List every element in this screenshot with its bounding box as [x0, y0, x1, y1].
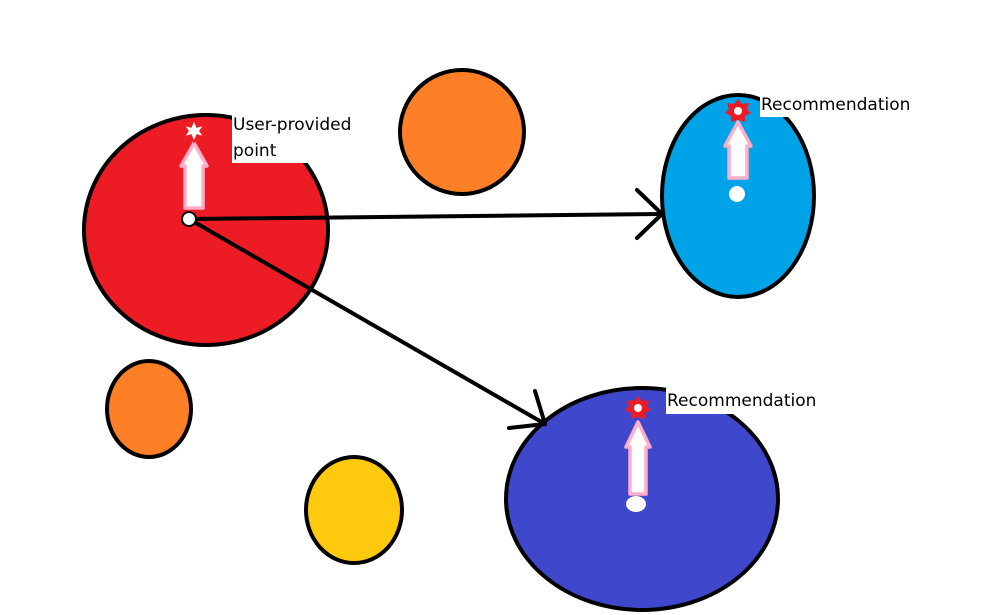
user-point-label-line2: point [233, 141, 277, 161]
user-point-label-line1: User-provided [233, 115, 351, 135]
offset-arrow-dark-blue [624, 420, 652, 496]
source-centroid [181, 211, 197, 227]
recommendation-bottom-label-bg [666, 388, 832, 414]
user-point-marker [182, 118, 206, 144]
cluster-yellow [304, 455, 404, 565]
recommendation-marker-bottom [625, 396, 651, 419]
light-blue-centroid [729, 186, 745, 202]
arrow-to-light-blue [187, 188, 664, 240]
recommendation-label-bottom: Recommendation [667, 391, 816, 411]
user-point-label-bg [232, 111, 367, 163]
recommendation-label-top: Recommendation [761, 95, 910, 115]
cluster-orange-left [105, 359, 193, 459]
offset-arrow-source [179, 141, 209, 210]
recommendation-top-label-bg [760, 93, 925, 117]
dark-blue-centroid [626, 496, 646, 512]
cluster-orange-top [398, 68, 526, 196]
offset-arrow-light-blue [723, 120, 753, 180]
recommendation-marker-top [725, 99, 751, 122]
arrow-to-dark-blue [187, 217, 547, 430]
